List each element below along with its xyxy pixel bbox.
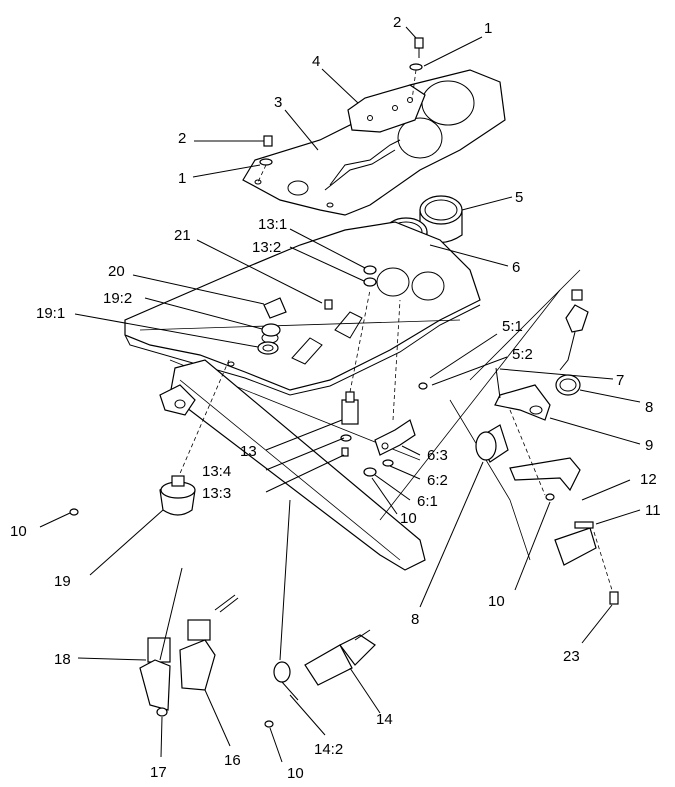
callout-21: 21 (174, 227, 191, 244)
callout-13-1: 13:1 (258, 216, 287, 233)
callout-2: 2 (178, 130, 186, 147)
callout-8: 8 (411, 611, 419, 628)
callout-10: 10 (488, 593, 505, 610)
callout-23: 23 (563, 648, 580, 665)
callout-6-3: 6:3 (427, 447, 448, 464)
callout-8: 8 (645, 399, 653, 416)
screw-and-washer-top (257, 37, 424, 183)
ignition-switch-parts (174, 297, 333, 486)
callout-19: 19 (54, 573, 71, 590)
relay-11 (545, 493, 619, 605)
dash-cover-plate (242, 69, 506, 216)
callout-18: 18 (54, 651, 71, 668)
switch-assembly (340, 265, 377, 457)
callout-13-2: 13:2 (252, 239, 281, 256)
callout-1: 1 (484, 20, 492, 37)
bracket-9 (494, 367, 581, 496)
callout-1: 1 (178, 170, 186, 187)
callout-14-2: 14:2 (314, 741, 343, 758)
callout-6-1: 6:1 (417, 493, 438, 510)
ring-8 (555, 374, 581, 396)
callout-19-1: 19:1 (36, 305, 65, 322)
callout-4: 4 (312, 53, 320, 70)
mounting-bracket (347, 84, 426, 133)
connector-top-right (559, 289, 589, 371)
buzzer-8 (475, 424, 509, 463)
nuts-10 (69, 382, 428, 728)
callout-5: 5 (515, 189, 523, 206)
callout-2: 2 (393, 14, 401, 31)
callout-13: 13 (240, 443, 257, 460)
callout-13-4: 13:4 (202, 463, 231, 480)
callout-10: 10 (287, 765, 304, 782)
callout-9: 9 (645, 437, 653, 454)
switch-16 (179, 594, 239, 691)
callout-7: 7 (616, 372, 624, 389)
solenoid-14 (273, 499, 376, 701)
callout-3: 3 (274, 94, 282, 111)
callout-12: 12 (640, 471, 657, 488)
callout-14: 14 (376, 711, 393, 728)
frame-rail (139, 269, 581, 571)
callout-19-2: 19:2 (103, 290, 132, 307)
callout-16: 16 (224, 752, 241, 769)
callout-5-1: 5:1 (502, 318, 523, 335)
console-panel (124, 221, 481, 461)
relay-18 (139, 567, 183, 711)
callout-6: 6 (512, 259, 520, 276)
callout-13-3: 13:3 (202, 485, 231, 502)
gauge-bracket (363, 299, 416, 477)
callout-20: 20 (108, 263, 125, 280)
leader-lines (39, 26, 641, 763)
callout-11: 11 (645, 502, 661, 519)
nut-17 (156, 707, 168, 717)
gauge-upper (419, 195, 463, 244)
callout-5-2: 5:2 (512, 346, 533, 363)
callout-10: 10 (400, 510, 417, 527)
callout-10: 10 (10, 523, 27, 540)
ignition-switch (159, 475, 196, 516)
callout-17: 17 (150, 764, 167, 781)
callout-6-2: 6:2 (427, 472, 448, 489)
callout-labels: 1 2 4 3 2 1 5 13:1 21 13:2 6 20 19:2 19:… (10, 14, 661, 782)
